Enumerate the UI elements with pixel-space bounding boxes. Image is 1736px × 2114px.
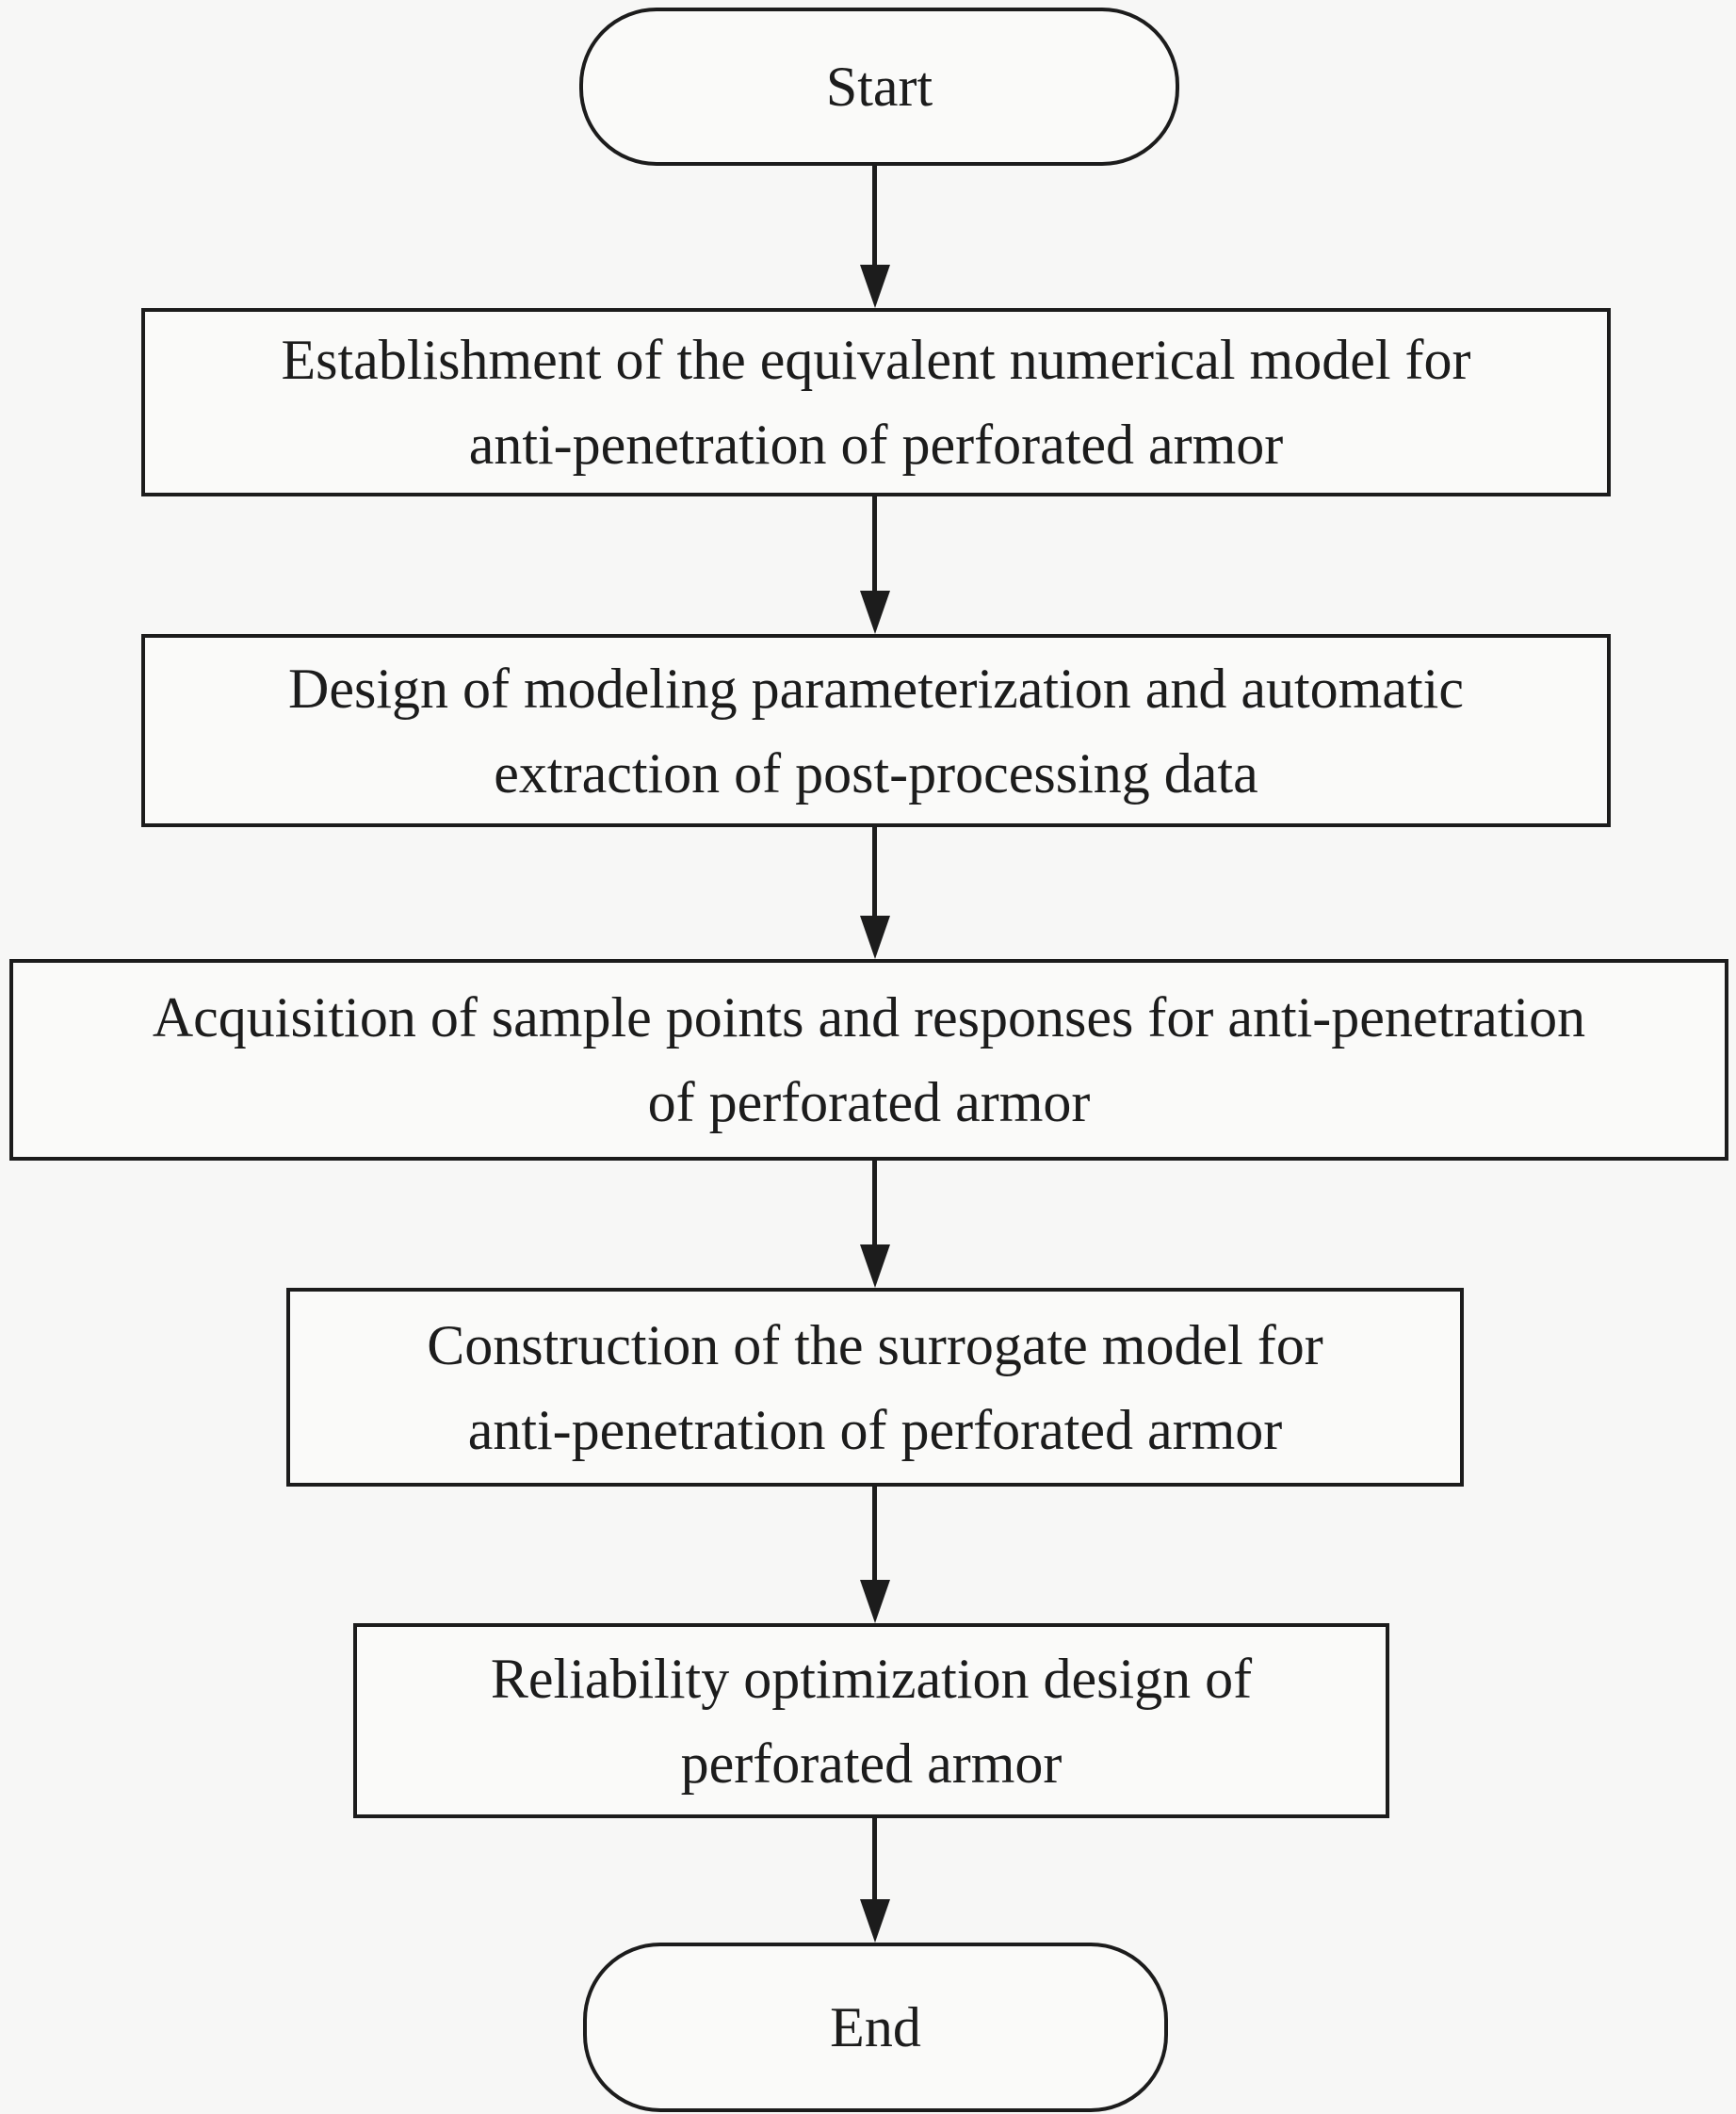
flow-node-establish-model: Establishment of the equivalent numerica… [141,308,1611,496]
flow-node-acquire-samples-label: Acquisition of sample points and respons… [152,986,1586,1133]
flow-node-reliability-optimization-label: Reliability optimization design of perfo… [490,1647,1253,1795]
flow-node-end: End [583,1943,1168,2112]
flow-node-end-label: End [830,1996,921,2058]
flow-arrow-establish-model-to-design-parameterization [872,496,877,591]
flow-node-start-label: Start [825,56,933,118]
flow-arrow-construct-surrogate-to-reliability-optimization [872,1487,877,1580]
flow-arrow-reliability-optimization-to-end [872,1818,877,1899]
flow-node-design-parameterization-label: Design of modeling parameterization and … [288,657,1464,805]
flow-node-start: Start [579,8,1179,166]
flow-arrow-acquire-samples-to-construct-surrogate [872,1161,877,1244]
flow-node-construct-surrogate-label: Construction of the surrogate model for … [427,1313,1323,1461]
flow-node-reliability-optimization: Reliability optimization design of perfo… [353,1623,1389,1818]
flow-arrow-design-parameterization-to-acquire-samples [872,827,877,916]
flow-arrow-start-to-establish-model [872,166,877,265]
flow-node-design-parameterization: Design of modeling parameterization and … [141,634,1611,827]
flow-node-establish-model-label: Establishment of the equivalent numerica… [281,329,1471,476]
flow-node-acquire-samples: Acquisition of sample points and respons… [9,959,1728,1161]
flow-node-construct-surrogate: Construction of the surrogate model for … [286,1288,1464,1487]
